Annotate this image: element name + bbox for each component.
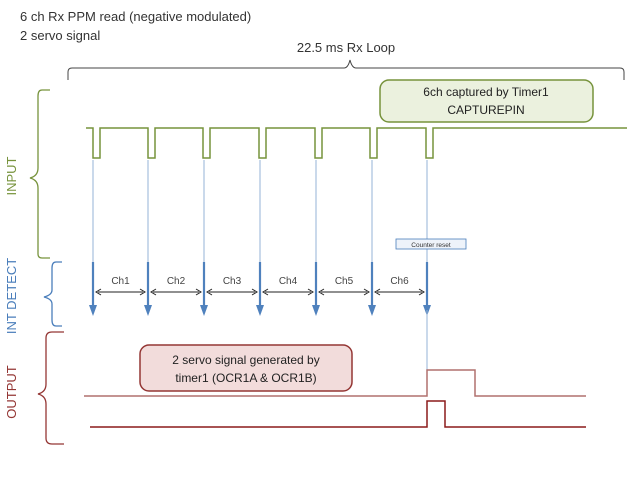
timer1-callout-line2: CAPTUREPIN	[447, 103, 524, 117]
interrupt-arrow	[312, 160, 320, 316]
channel-label: Ch6	[390, 276, 409, 287]
servo-callout-line1: 2 servo signal generated by	[172, 353, 319, 367]
counter-reset-label: Counter reset	[395, 238, 467, 250]
servo-callout: 2 servo signal generated by timer1 (OCR1…	[139, 344, 353, 392]
loop-label: 22.5 ms Rx Loop	[297, 40, 395, 55]
channel-label: Ch1	[111, 276, 130, 287]
servo-callout-line2: timer1 (OCR1A & OCR1B)	[175, 371, 316, 385]
channel-interval-3: Ch3	[206, 276, 258, 296]
channel-label: Ch2	[167, 276, 186, 287]
interrupt-arrow	[368, 160, 376, 316]
channel-intervals: Ch1 Ch2 Ch3 Ch4 Ch5 Ch6	[95, 276, 425, 296]
interrupt-arrow	[423, 160, 431, 316]
channel-interval-4: Ch4	[262, 276, 314, 296]
channel-interval-5: Ch5	[318, 276, 370, 296]
interrupt-arrow	[144, 160, 152, 316]
channel-interval-2: Ch2	[150, 276, 202, 296]
interrupt-markers	[89, 160, 431, 316]
servo-output-signal-a	[84, 369, 586, 397]
int-detect-brace	[43, 261, 62, 327]
diagram-title-line2: 2 servo signal	[20, 28, 101, 43]
section-label-int-detect: INT DETECT	[4, 258, 19, 334]
output-brace	[37, 331, 64, 445]
interrupt-arrow	[200, 160, 208, 316]
timer1-callout: 6ch captured by Timer1 CAPTUREPIN	[379, 79, 594, 123]
channel-interval-6: Ch6	[374, 276, 425, 296]
channel-label: Ch5	[335, 276, 354, 287]
counter-reset-text: Counter reset	[411, 242, 451, 249]
diagram-title-line1: 6 ch Rx PPM read (negative modulated)	[20, 9, 252, 24]
input-brace	[29, 89, 50, 259]
channel-label: Ch3	[223, 276, 242, 287]
section-label-input: INPUT	[4, 156, 19, 195]
timer1-callout-line1: 6ch captured by Timer1	[423, 85, 549, 99]
section-label-output: OUTPUT	[4, 365, 19, 419]
ppm-input-signal	[86, 127, 627, 159]
channel-interval-1: Ch1	[95, 276, 146, 296]
loop-brace	[67, 59, 625, 80]
servo-output-signal-b	[90, 400, 586, 428]
channel-label: Ch4	[279, 276, 298, 287]
interrupt-arrow	[256, 160, 264, 316]
interrupt-arrow	[89, 160, 97, 316]
